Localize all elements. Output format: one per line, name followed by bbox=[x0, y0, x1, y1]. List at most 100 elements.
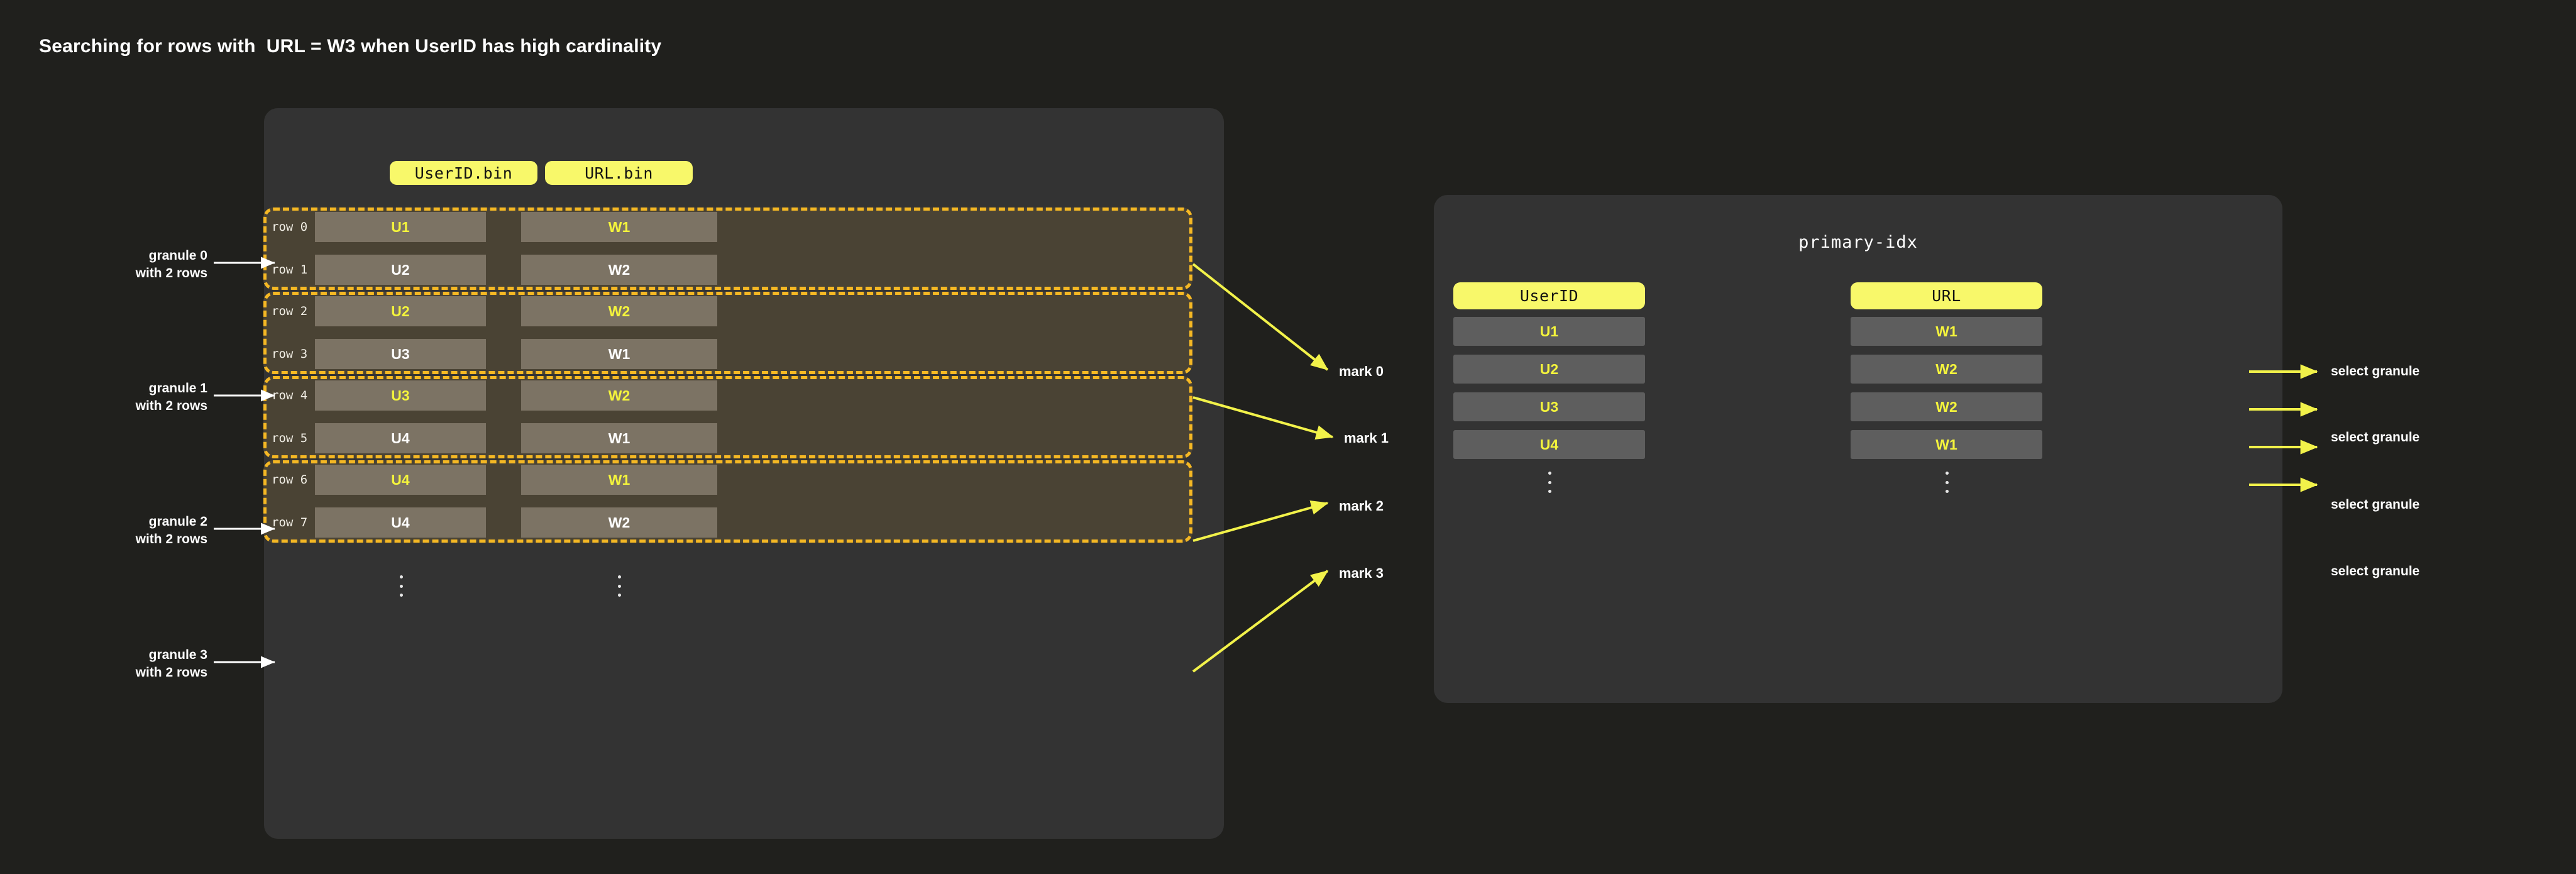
row-label: row 5 bbox=[264, 423, 313, 453]
cell-value: U2 bbox=[391, 302, 410, 319]
part-cell-userid: U2 bbox=[315, 296, 486, 326]
granule-label-0: granule 0 with 2 rows bbox=[135, 248, 207, 280]
cell-value: W2 bbox=[608, 302, 630, 319]
column-header-label: UserID.bin bbox=[414, 163, 513, 182]
index-cell-url: W2 bbox=[1851, 392, 2042, 421]
granule-label-2: granule 2 with 2 rows bbox=[135, 514, 207, 546]
cell-value: U3 bbox=[391, 387, 410, 404]
cell-value: U1 bbox=[1539, 323, 1559, 340]
cell-value: U3 bbox=[391, 345, 410, 362]
part-cell-userid: U3 bbox=[315, 380, 486, 411]
column-header-userid-bin: UserID.bin bbox=[390, 161, 537, 185]
cell-value: W1 bbox=[1935, 323, 1957, 340]
part-cell-url: W1 bbox=[521, 423, 717, 453]
cell-value: W2 bbox=[1935, 398, 1957, 415]
row-label: row 4 bbox=[264, 380, 313, 411]
mark-label-2: mark 2 bbox=[1339, 498, 1384, 514]
dot bbox=[1548, 472, 1551, 475]
part-cell-userid: U3 bbox=[315, 339, 486, 369]
index-cell-userid: U4 bbox=[1453, 430, 1645, 459]
cell-value: U2 bbox=[1539, 360, 1559, 377]
column-header-url-bin: URL.bin bbox=[545, 161, 693, 185]
column-header-label: URL bbox=[1932, 287, 1961, 305]
cell-value: W2 bbox=[608, 514, 630, 531]
row-label: row 6 bbox=[264, 465, 313, 495]
part-cell-url: W2 bbox=[521, 296, 717, 326]
cell-value: W1 bbox=[608, 429, 630, 446]
row-label: row 7 bbox=[264, 507, 313, 538]
row-label-text: row 2 bbox=[272, 304, 308, 318]
cell-value: W2 bbox=[608, 387, 630, 404]
cell-value: U4 bbox=[391, 471, 410, 488]
cell-value: U4 bbox=[391, 514, 410, 531]
mark-label-0: mark 0 bbox=[1339, 363, 1384, 379]
cell-value: W1 bbox=[608, 218, 630, 235]
granule-label-3: granule 3 with 2 rows bbox=[135, 648, 207, 680]
cell-value: U2 bbox=[391, 261, 410, 278]
cell-value: W1 bbox=[1935, 436, 1957, 453]
index-column-header-userid: UserID bbox=[1453, 282, 1645, 309]
cell-value: W2 bbox=[608, 261, 630, 278]
granule-label-1: granule 1 with 2 rows bbox=[135, 381, 207, 413]
part-cell-userid: U1 bbox=[315, 212, 486, 242]
mark-label-1: mark 1 bbox=[1344, 430, 1389, 446]
index-column-header-url: URL bbox=[1851, 282, 2042, 309]
page-title: Searching for rows with URL = W3 when Us… bbox=[39, 36, 662, 57]
more-rows-ellipsis-userid bbox=[398, 575, 404, 597]
index-cell-userid: U2 bbox=[1453, 355, 1645, 384]
dot bbox=[617, 575, 621, 578]
part-cell-url: W2 bbox=[521, 380, 717, 411]
part-cell-url: W2 bbox=[521, 255, 717, 285]
select-granule-label-1: select granule bbox=[2331, 430, 2420, 445]
part-cell-url: W1 bbox=[521, 339, 717, 369]
column-header-label: UserID bbox=[1519, 287, 1579, 305]
cell-value: W1 bbox=[608, 345, 630, 362]
cell-value: U4 bbox=[1539, 436, 1559, 453]
part-cell-userid: U4 bbox=[315, 423, 486, 453]
row-label-text: row 4 bbox=[272, 389, 308, 402]
dot bbox=[399, 594, 403, 597]
dot bbox=[1548, 480, 1551, 484]
index-cell-url: W2 bbox=[1851, 355, 2042, 384]
primary-index-panel: primary-idx UserID URL U1 U2 U3 U4 W1 W2… bbox=[1434, 195, 2282, 703]
index-cell-url: W1 bbox=[1851, 317, 2042, 346]
row-label-text: row 5 bbox=[272, 431, 308, 445]
select-granule-label-2: select granule bbox=[2331, 497, 2420, 512]
column-header-label: URL.bin bbox=[585, 163, 653, 182]
row-label-text: row 7 bbox=[272, 516, 308, 529]
more-rows-ellipsis-url bbox=[616, 575, 622, 597]
dot bbox=[1945, 480, 1949, 484]
cell-value: U4 bbox=[391, 429, 410, 446]
dot bbox=[399, 584, 403, 588]
part-cell-url: W1 bbox=[521, 212, 717, 242]
row-label: row 0 bbox=[264, 212, 313, 242]
part-cell-userid: U2 bbox=[315, 255, 486, 285]
mark-label-3: mark 3 bbox=[1339, 565, 1384, 581]
cell-value: U3 bbox=[1539, 398, 1559, 415]
index-cell-userid: U1 bbox=[1453, 317, 1645, 346]
part-cell-userid: U4 bbox=[315, 507, 486, 538]
cell-value: W1 bbox=[608, 471, 630, 488]
part-cell-url: W1 bbox=[521, 465, 717, 495]
more-index-rows-ellipsis-userid bbox=[1546, 472, 1553, 493]
dot bbox=[399, 575, 403, 578]
more-index-rows-ellipsis-url bbox=[1944, 472, 1950, 493]
row-label-text: row 0 bbox=[272, 220, 308, 234]
dot bbox=[1945, 472, 1949, 475]
select-granule-label-0: select granule bbox=[2331, 364, 2420, 379]
dot bbox=[617, 584, 621, 588]
dot bbox=[617, 594, 621, 597]
row-label: row 3 bbox=[264, 339, 313, 369]
part-cell-userid: U4 bbox=[315, 465, 486, 495]
part-cell-url: W2 bbox=[521, 507, 717, 538]
row-label: row 2 bbox=[264, 296, 313, 326]
row-label-text: row 3 bbox=[272, 347, 308, 361]
row-label: row 1 bbox=[264, 255, 313, 285]
row-label-text: row 6 bbox=[272, 473, 308, 487]
index-cell-userid: U3 bbox=[1453, 392, 1645, 421]
dot bbox=[1548, 490, 1551, 493]
parts-panel: UserID.bin URL.bin row 0 row 1 row 2 row… bbox=[263, 108, 1224, 839]
row-label-text: row 1 bbox=[272, 263, 308, 277]
cell-value: W2 bbox=[1935, 360, 1957, 377]
